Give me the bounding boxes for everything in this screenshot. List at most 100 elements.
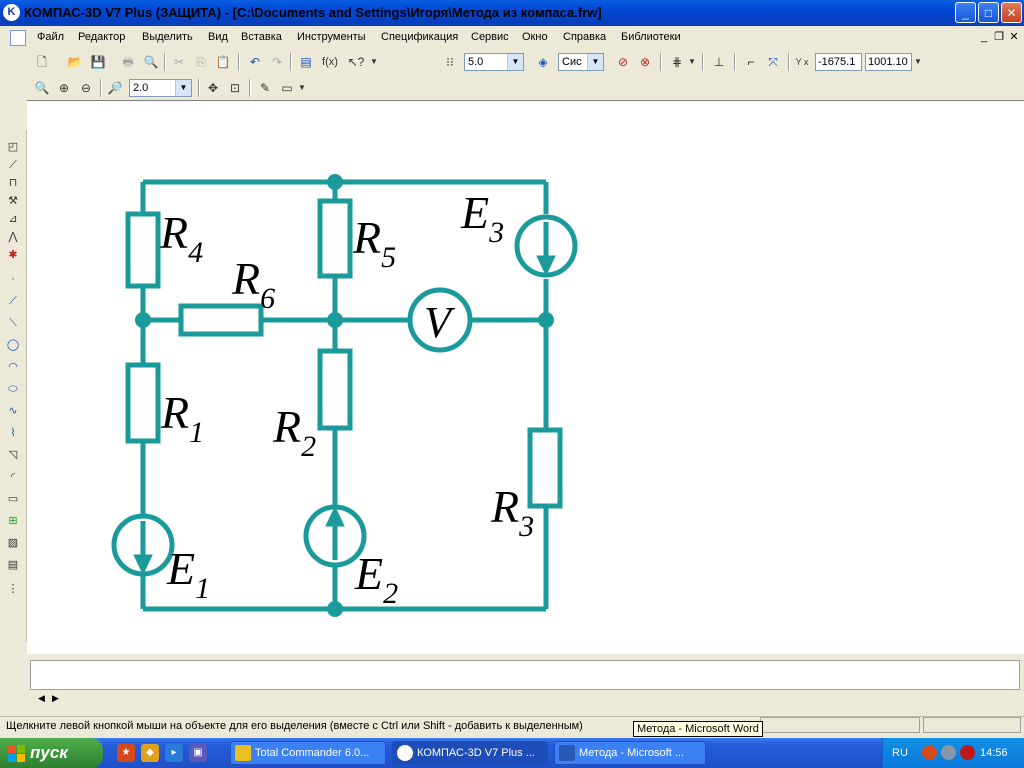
chevron-down-icon[interactable]: ▼ [175, 80, 191, 96]
minimize-button[interactable]: _ [955, 2, 976, 23]
new-document-icon[interactable]: 🗋 [37, 55, 47, 69]
menu-help[interactable]: Справка [563, 31, 607, 43]
equidistant-icon[interactable]: ▤ [7, 559, 19, 571]
zoom-scale-icon[interactable]: 🔎 [107, 81, 123, 95]
dimensions-panel-icon[interactable]: ⟋ [9, 159, 17, 171]
drawing-canvas[interactable]: R4 R5 R6 R1 R2 R3 E1 E2 E3 V [27, 100, 1024, 654]
quicklaunch-app-icon[interactable]: ◆ [141, 744, 159, 762]
dropdown-arrow-icon[interactable]: ▼ [370, 57, 378, 66]
tray-app-icon[interactable] [960, 745, 975, 760]
variables-button[interactable]: f(x) [322, 56, 338, 68]
ellipse-icon[interactable]: ⬭ [8, 383, 18, 395]
select-panel-icon[interactable]: ✱ [8, 249, 18, 261]
menu-select[interactable]: Выделить [142, 31, 193, 43]
menu-view[interactable]: Вид [208, 31, 228, 43]
ortho-icon[interactable]: ⌐ [747, 55, 755, 69]
print-icon[interactable]: 🖶 [122, 55, 134, 69]
mdi-close-icon[interactable]: ✕ [1009, 31, 1019, 43]
zoom-window-icon[interactable]: 🔍 [34, 81, 50, 95]
language-indicator[interactable]: RU [892, 747, 908, 759]
task-kompas[interactable]: КОМПАС-3D V7 Plus ... [392, 741, 548, 765]
chamfer-icon[interactable]: ◹ [8, 449, 18, 461]
auxiliary-line-icon[interactable]: ⟋ [9, 295, 17, 307]
layer-combo[interactable]: Сис▼ [558, 53, 604, 71]
redo-icon[interactable]: ↷ [271, 55, 283, 69]
layers-icon[interactable]: ◈ [538, 55, 548, 69]
menu-insert[interactable]: Вставка [241, 31, 282, 43]
undo-icon[interactable]: ↶ [249, 55, 261, 69]
fillet-icon[interactable]: ◜ [10, 471, 16, 483]
edit-panel-icon[interactable]: ⚒ [8, 195, 18, 207]
zoom-combo[interactable]: 2.0▼ [129, 79, 192, 97]
chevron-down-icon[interactable]: ▼ [507, 54, 523, 70]
geometry-panel-icon[interactable]: ◰ [7, 141, 19, 153]
zoom-out-icon[interactable]: ⊖ [80, 81, 92, 95]
menu-tools[interactable]: Инструменты [297, 31, 366, 43]
save-icon[interactable]: 💾 [90, 55, 106, 69]
mdi-minimize-icon[interactable]: _ [980, 31, 988, 43]
menu-file[interactable]: Файл [37, 31, 65, 43]
copy-icon[interactable]: ⎘ [196, 55, 206, 69]
label-e3: E [460, 187, 489, 238]
mdi-restore-icon[interactable]: ❐ [994, 31, 1004, 43]
chevron-down-icon[interactable]: ▼ [587, 54, 603, 70]
tray-app-icon[interactable] [922, 745, 937, 760]
dropdown-arrow-icon[interactable]: ▼ [298, 83, 306, 92]
dropdown-arrow-icon[interactable]: ▼ [914, 57, 922, 66]
local-snap-icon[interactable]: ⊗ [639, 55, 651, 69]
zoom-in-icon[interactable]: ⊕ [58, 81, 70, 95]
parametric-panel-icon[interactable]: ⊿ [8, 213, 18, 225]
pan-icon[interactable]: ✥ [207, 81, 219, 95]
menu-libraries[interactable]: Библиотеки [621, 31, 681, 43]
segment-icon[interactable]: ⟍ [9, 317, 17, 329]
tray-app-icon[interactable] [941, 745, 956, 760]
dropdown-arrow-icon[interactable]: ▼ [688, 57, 696, 66]
menu-window[interactable]: Окно [522, 31, 548, 43]
quicklaunch-app-icon[interactable]: ★ [117, 744, 135, 762]
scroll-left-icon[interactable]: ◀ [38, 693, 45, 703]
pointer-help-icon[interactable]: ↖? [347, 55, 365, 69]
snap-grid-icon[interactable]: ⁝⁝ [446, 55, 454, 69]
close-button[interactable]: ✕ [1001, 2, 1022, 23]
quicklaunch-app-icon[interactable]: ▸ [165, 744, 183, 762]
circle-icon[interactable]: ◯ [6, 339, 20, 351]
round-icon[interactable]: ⤧ [768, 55, 778, 69]
point-icon[interactable]: · [11, 273, 15, 285]
maximize-button[interactable]: □ [978, 2, 999, 23]
step-combo[interactable]: 5.0▼ [464, 53, 524, 71]
task-word[interactable]: Метода - Microsoft ... [554, 741, 706, 765]
svg-text:R2: R2 [272, 401, 316, 463]
coord-x-field[interactable]: -1675.1 [815, 53, 862, 71]
arc-icon[interactable]: ◠ [8, 361, 18, 373]
menu-service[interactable]: Сервис [471, 31, 509, 43]
quicklaunch-app-icon[interactable]: ▣ [189, 744, 207, 762]
show-all-icon[interactable]: ⊡ [229, 81, 241, 95]
kompas-app-icon[interactable]: K [3, 4, 20, 21]
paste-icon[interactable]: 📋 [215, 55, 231, 69]
rectangle-icon[interactable]: ▭ [7, 493, 19, 505]
local-cs-icon[interactable]: ⊥ [713, 55, 725, 69]
symbols-panel-icon[interactable]: ⊓ [8, 177, 18, 189]
menu-editor[interactable]: Редактор [78, 31, 126, 43]
grid-icon[interactable]: ⋕ [671, 55, 683, 69]
auto-line-icon[interactable]: ⊞ [8, 515, 18, 527]
more-tools-icon[interactable]: ⋮ [7, 583, 19, 595]
polyline-icon[interactable]: ⌇ [10, 427, 16, 439]
task-total-commander[interactable]: Total Commander 6.0... [230, 741, 386, 765]
coord-y-field[interactable]: 1001.10 [865, 53, 912, 71]
properties-panel[interactable] [30, 660, 1020, 690]
manager-icon[interactable]: ▤ [300, 55, 312, 69]
cut-icon[interactable]: ✂ [173, 55, 185, 69]
snap-magnet-icon[interactable]: ⊘ [617, 55, 629, 69]
refresh-icon[interactable]: ✎ [259, 81, 271, 95]
document-icon[interactable] [10, 30, 26, 46]
spline-icon[interactable]: ∿ [8, 405, 18, 417]
measure-panel-icon[interactable]: ⋀ [8, 231, 18, 243]
layout-icon[interactable]: ▭ [281, 81, 293, 95]
scroll-right-icon[interactable]: ▶ [52, 693, 59, 703]
status-cell [760, 717, 920, 733]
hatch-icon[interactable]: ▨ [7, 537, 19, 549]
preview-icon[interactable]: 🔍 [143, 55, 159, 69]
menu-specification[interactable]: Спецификация [381, 31, 459, 43]
open-icon[interactable]: 📂 [67, 55, 83, 69]
